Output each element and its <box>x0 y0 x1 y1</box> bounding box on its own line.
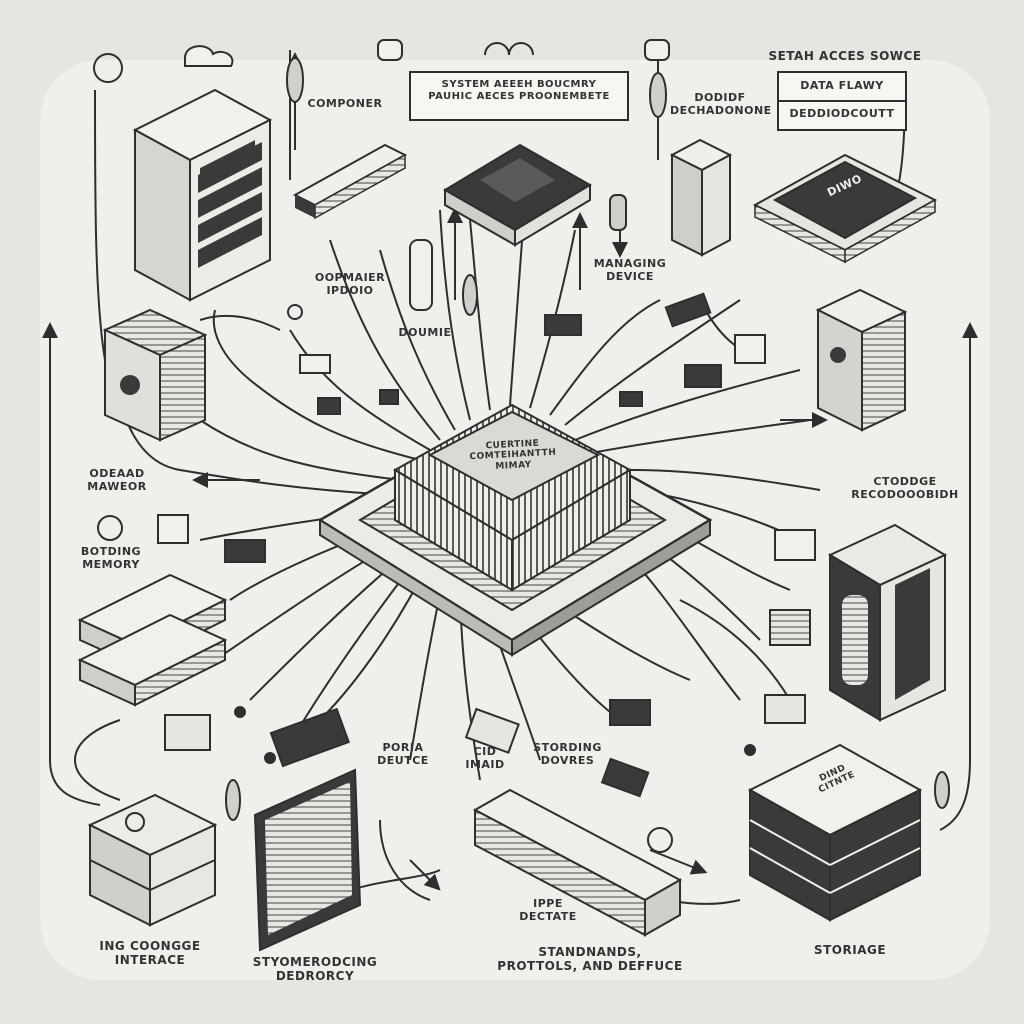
left-mid-label: OOPMAIER IPDOIO <box>314 271 386 297</box>
data-flow-sublabel: DEDDIODCOUTT <box>789 107 895 120</box>
cable-plugs <box>184 39 950 821</box>
storage-label: STORIAGE <box>813 943 887 957</box>
booting-memory-label: BOTDING MEMORY <box>80 545 142 571</box>
network-switch <box>472 788 683 937</box>
small-drive-top <box>669 138 733 257</box>
top-right-chip <box>752 153 938 264</box>
right-side-label: CTODDGE RECODOOOBIDH <box>851 475 959 501</box>
label-frames <box>409 71 907 131</box>
storage-stack-bottom-right <box>747 743 923 922</box>
ippe-device-label: IPPE DECTATE <box>519 897 577 923</box>
arrows <box>42 52 978 891</box>
top-banner-label: SYSTEM AEEEH BOUCMRY PAUHIC AECES PROONE… <box>428 79 610 102</box>
top-microchip <box>443 143 592 247</box>
top-center-right-label: DODIDF DECHADONONE <box>670 91 772 117</box>
managing-device-label: MANAGING DEVICE <box>593 257 667 283</box>
bottom-left-center-label: STYOMERODCING DEDRORCY <box>252 955 378 983</box>
storage-block-left <box>87 793 218 927</box>
bottom-left-label: ING COONGGE INTERACE <box>99 939 201 967</box>
bottom-center-label: STANDNANDS, PROTTOLS, AND DEFFUCE <box>497 945 683 973</box>
connector-bar <box>292 143 408 220</box>
data-flow-label: DATA FLAWY <box>800 79 884 92</box>
storing-devices-label: STORDING DOVRES <box>533 741 602 767</box>
left-center-label: DOUMIE <box>398 326 452 339</box>
hard-drive-right <box>815 288 908 432</box>
cid-label: CID IMAID <box>465 745 505 771</box>
power-supply <box>102 308 208 442</box>
server-tower <box>132 88 273 302</box>
memory-module-stack <box>77 573 228 707</box>
storage-cabinet-right <box>827 523 948 722</box>
component-label: COMPONER <box>307 97 383 110</box>
central-processor <box>317 403 713 657</box>
small-components <box>93 53 816 853</box>
left-side-top-label: ODEAAD MAWEOR <box>87 467 147 493</box>
top-right-title: SETAH ACCES SOWCE <box>768 49 922 63</box>
center-bottom-left-label: PORIA DEUTCE <box>377 741 429 767</box>
display-panel <box>253 768 362 952</box>
